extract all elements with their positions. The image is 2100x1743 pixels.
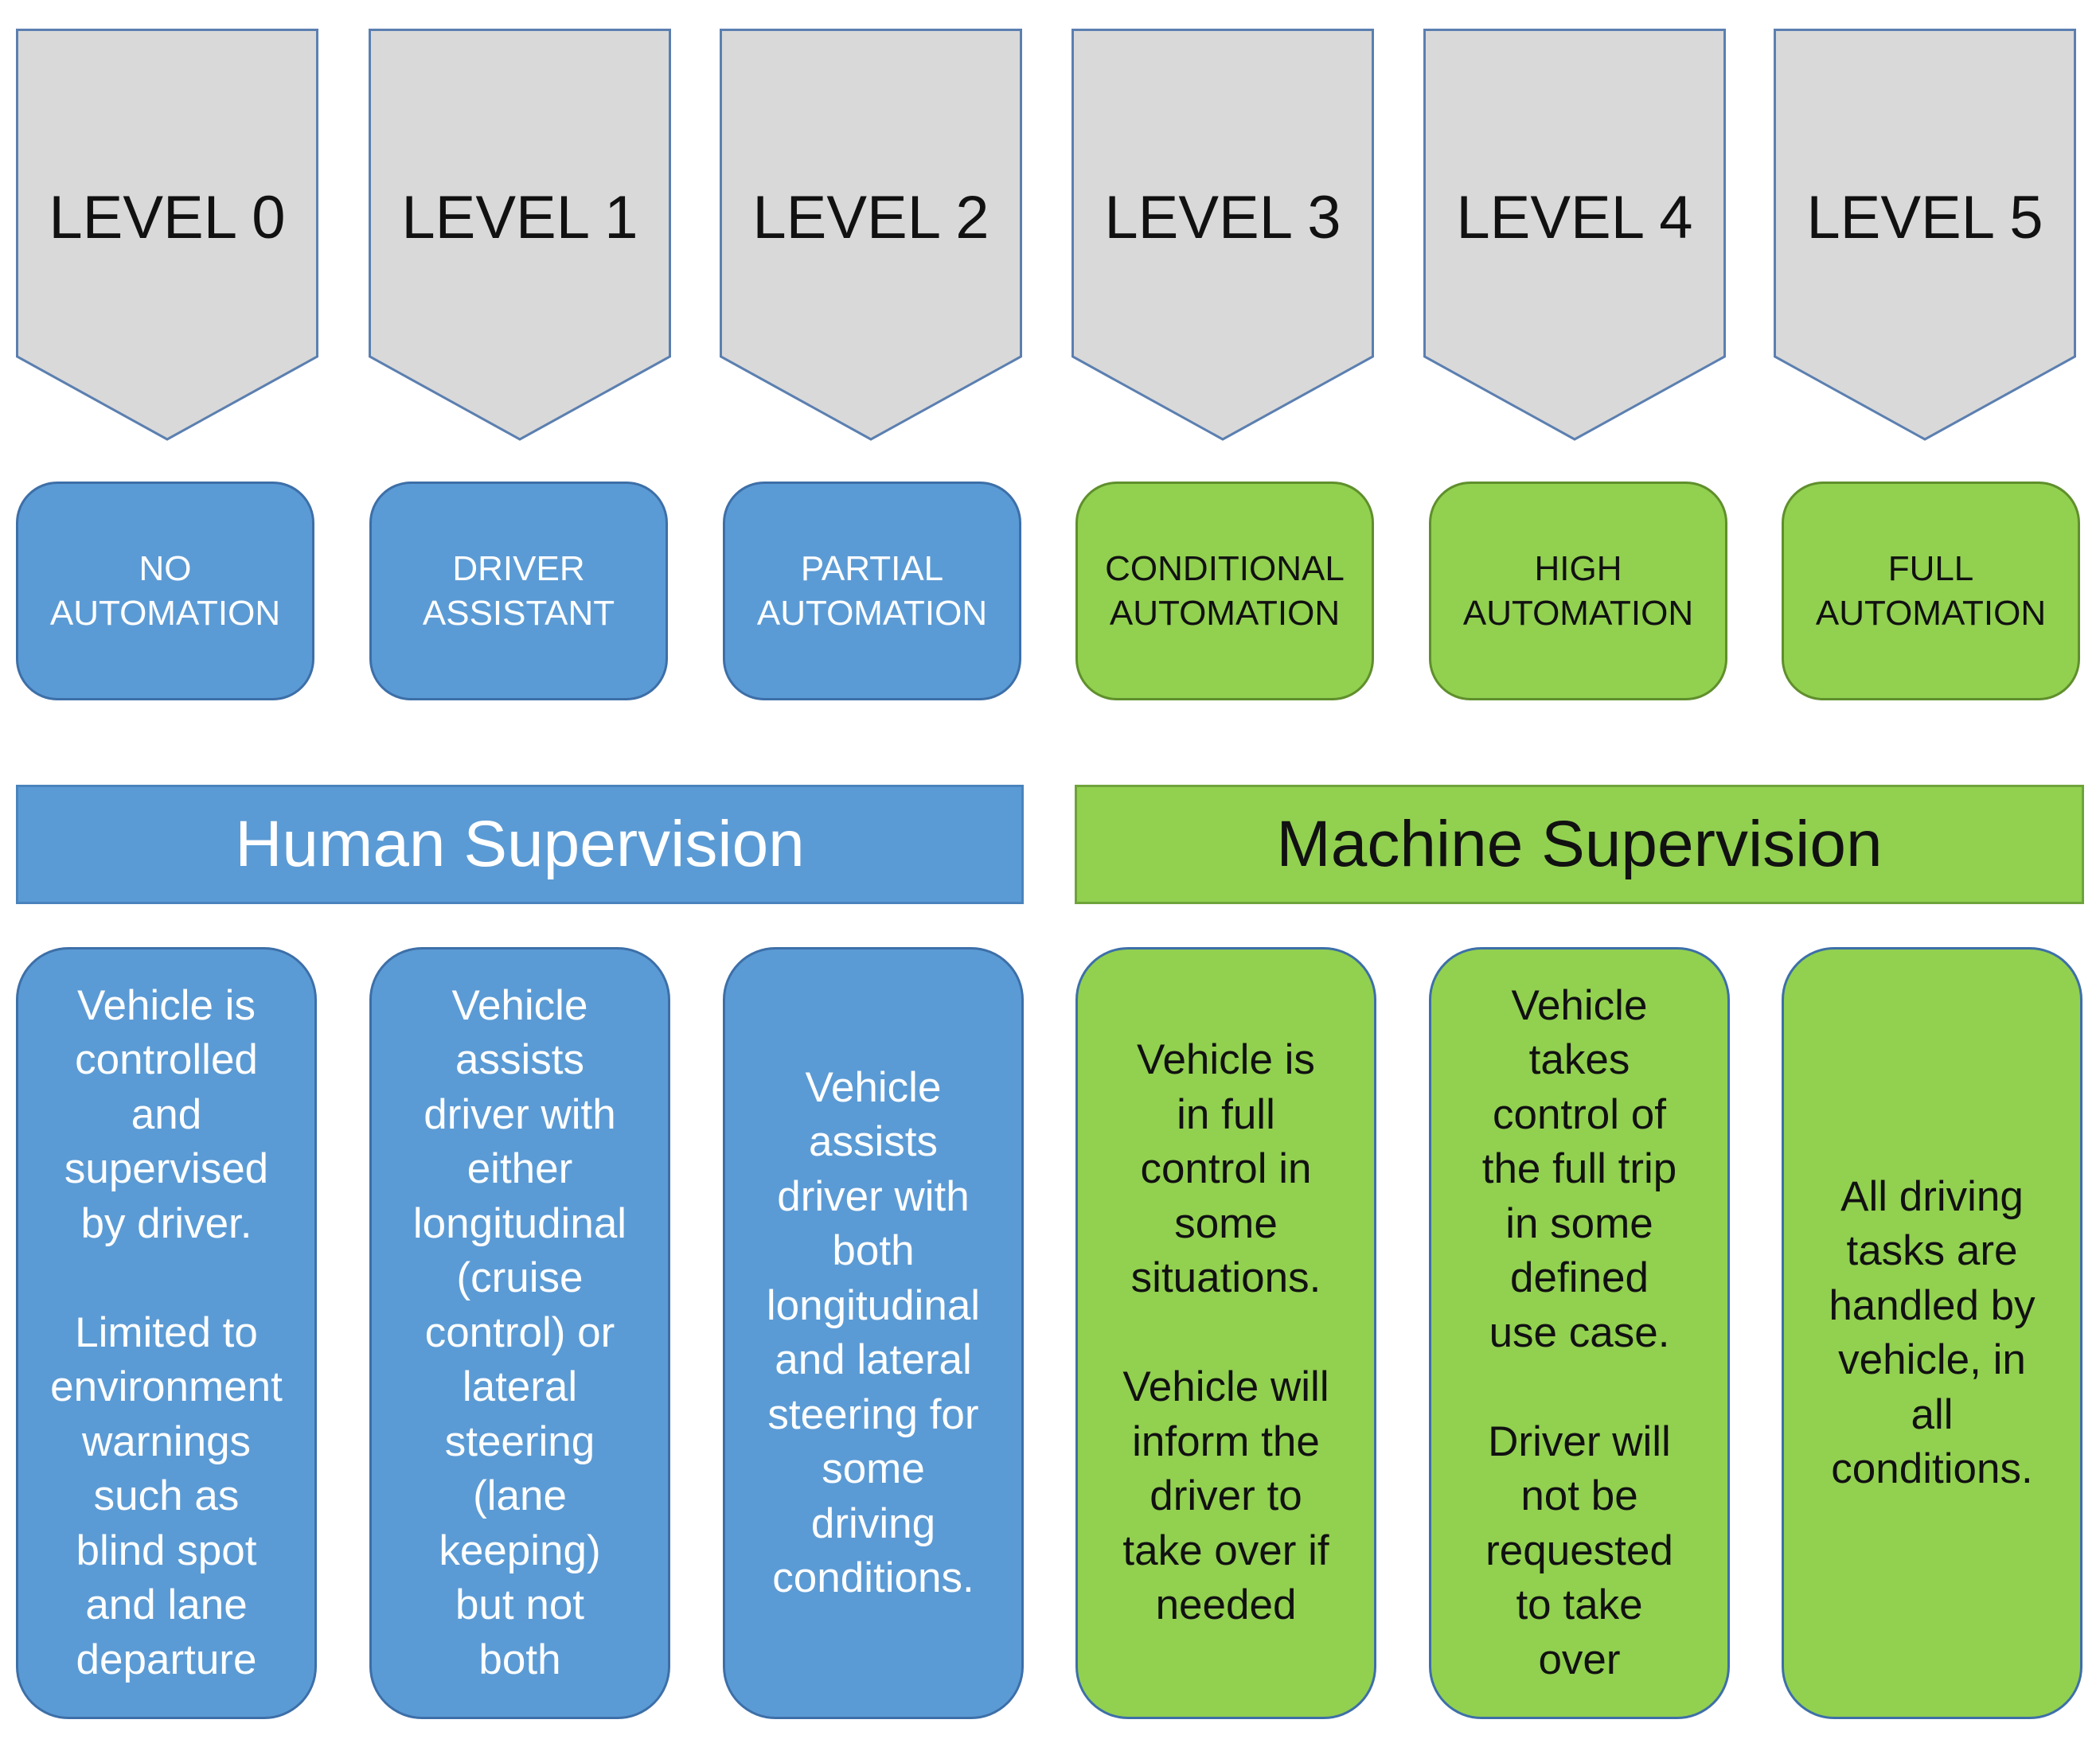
chevron-shape xyxy=(1774,29,2076,441)
level-1-chevron: LEVEL 1 xyxy=(369,29,671,443)
level-4-chevron: LEVEL 4 xyxy=(1423,29,1726,443)
level-2-label: LEVEL 2 xyxy=(752,184,989,252)
level-3-chevron: LEVEL 3 xyxy=(1071,29,1374,443)
chevron-shape xyxy=(720,29,1022,441)
level-3-label: LEVEL 3 xyxy=(1104,184,1341,252)
level-0-description: Vehicle is controlled and supervised by … xyxy=(16,947,317,1719)
level-3-name: CONDITIONAL AUTOMATION xyxy=(1075,482,1374,700)
level-0-chevron: LEVEL 0 xyxy=(16,29,318,443)
chevron-shape xyxy=(16,29,318,441)
level-5-label: LEVEL 5 xyxy=(1806,184,2043,252)
level-5-description: All driving tasks are handled by vehicle… xyxy=(1782,947,2082,1719)
level-4-description: Vehicle takes control of the full trip i… xyxy=(1429,947,1730,1719)
level-0-name: NO AUTOMATION xyxy=(16,482,314,700)
chevron-shape xyxy=(369,29,671,441)
level-0-label: LEVEL 0 xyxy=(49,184,286,252)
level-3-description: Vehicle is in full control in some situa… xyxy=(1075,947,1376,1719)
level-2-description: Vehicle assists driver with both longitu… xyxy=(723,947,1024,1719)
level-1-name: DRIVER ASSISTANT xyxy=(369,482,668,700)
chevron-shape xyxy=(1423,29,1726,441)
level-4-label: LEVEL 4 xyxy=(1456,184,1693,252)
chevron-shape xyxy=(1071,29,1374,441)
level-5-name: FULL AUTOMATION xyxy=(1782,482,2080,700)
level-1-label: LEVEL 1 xyxy=(401,184,638,252)
level-2-name: PARTIAL AUTOMATION xyxy=(723,482,1021,700)
level-1-description: Vehicle assists driver with either longi… xyxy=(369,947,670,1719)
level-5-chevron: LEVEL 5 xyxy=(1774,29,2076,443)
human-supervision-banner: Human Supervision xyxy=(16,785,1024,904)
level-4-name: HIGH AUTOMATION xyxy=(1429,482,1727,700)
level-2-chevron: LEVEL 2 xyxy=(720,29,1022,443)
machine-supervision-banner: Machine Supervision xyxy=(1075,785,2084,904)
